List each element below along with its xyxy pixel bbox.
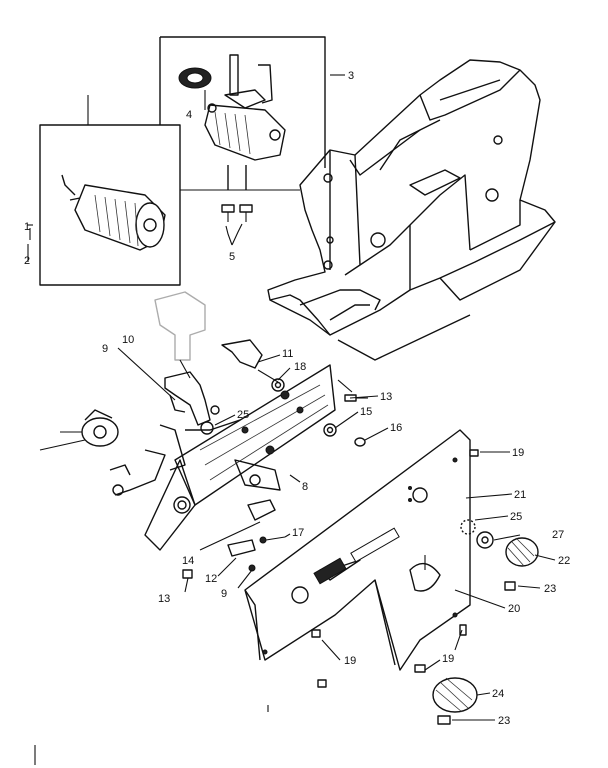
lever-arm [164,371,220,435]
callout-10: 10 [122,334,134,346]
callout-25-right: 25 [510,511,522,523]
control-knob-left [39,409,119,451]
callout-13-left: 13 [158,593,170,605]
small-bracket [182,499,286,579]
motor-bracket-assembly [178,54,286,246]
small-screw-assembly [27,224,33,262]
callout-24: 24 [492,688,504,700]
callout-19-bottom: 19 [442,653,454,665]
callout-3: 3 [348,70,354,82]
callout-23-top: 23 [544,583,556,595]
callout-2: 2 [24,255,30,267]
callout-19-top: 19 [512,447,524,459]
callout-labels: 1 2 3 4 5 8 9 9 10 11 12 13 13 14 15 16 … [24,70,570,727]
leader-lines [34,74,556,765]
ghost-part [154,291,206,361]
callout-18: 18 [294,361,306,373]
callout-5: 5 [229,251,235,263]
callout-4: 4 [186,109,192,121]
callout-11: 11 [282,348,293,360]
callout-14: 14 [182,555,194,567]
callout-16: 16 [390,422,402,434]
washers-and-screws [271,378,368,447]
crescent-part [221,339,279,383]
callout-22: 22 [558,555,570,567]
mechanism-plate [144,364,336,551]
motor-unit [61,174,166,251]
callout-19-left: 19 [344,655,356,667]
left-linkage [109,419,241,496]
callout-21: 21 [514,489,526,501]
callout-12: 12 [205,573,217,585]
motor-inset-box [39,36,326,286]
callout-25-left: 25 [237,409,249,421]
callout-17: 17 [292,527,304,539]
callout-13-right: 13 [380,391,392,403]
machine-frame [267,59,556,361]
callout-20: 20 [508,603,520,615]
callout-15: 15 [360,406,372,418]
callout-1: 1 [24,221,30,233]
front-cover-plate [244,429,471,671]
callout-23-bottom: 23 [498,715,510,727]
bottom-screws [311,449,479,688]
callout-27: 27 [552,529,564,541]
callout-9-bottom: 9 [221,588,227,600]
callout-8: 8 [302,481,308,493]
callout-9-top: 9 [102,343,108,355]
